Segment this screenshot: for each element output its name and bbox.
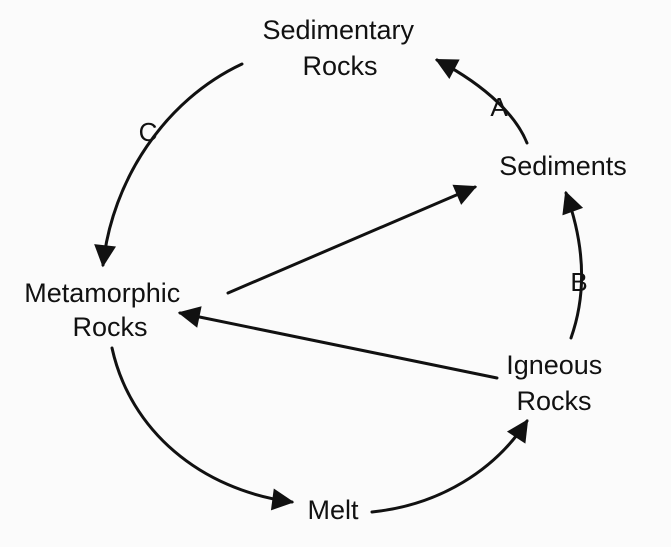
node-sedimentary-rocks-line-1: Sedimentary xyxy=(262,15,414,45)
node-metamorphic-rocks-line-1: Metamorphic xyxy=(24,278,180,308)
edge-label-a: A xyxy=(490,92,508,122)
arrow-igneous-to-sediments xyxy=(562,190,584,340)
node-sediments: Sediments xyxy=(499,151,627,181)
node-sedimentary-rocks: Sedimentary Rocks xyxy=(262,15,421,81)
edge-label-c: C xyxy=(139,117,158,147)
node-metamorphic-rocks: Metamorphic Rocks xyxy=(24,278,188,342)
arrow-sediments-to-sedimentary-rocks xyxy=(435,58,529,145)
node-igneous-rocks-line-2: Rocks xyxy=(516,386,591,416)
node-metamorphic-rocks-line-2: Rocks xyxy=(72,312,147,342)
node-sediments-line-1: Sediments xyxy=(499,151,627,181)
node-igneous-rocks-line-1: Igneous xyxy=(506,350,602,380)
arrow-sedimentary-to-metamorphic-rocks xyxy=(94,62,244,268)
node-igneous-rocks: Igneous Rocks xyxy=(506,350,610,416)
node-melt-line-1: Melt xyxy=(307,495,359,525)
arrow-melt-to-igneous-rocks xyxy=(370,419,529,514)
node-sedimentary-rocks-line-2: Rocks xyxy=(302,51,377,81)
arrow-metamorphic-to-melt xyxy=(110,346,295,511)
arrow-metamorphic-to-sediments xyxy=(226,184,478,295)
arrow-igneous-to-metamorphic-rocks xyxy=(177,306,499,380)
node-melt: Melt xyxy=(307,495,359,525)
edge-label-b: B xyxy=(570,267,587,297)
